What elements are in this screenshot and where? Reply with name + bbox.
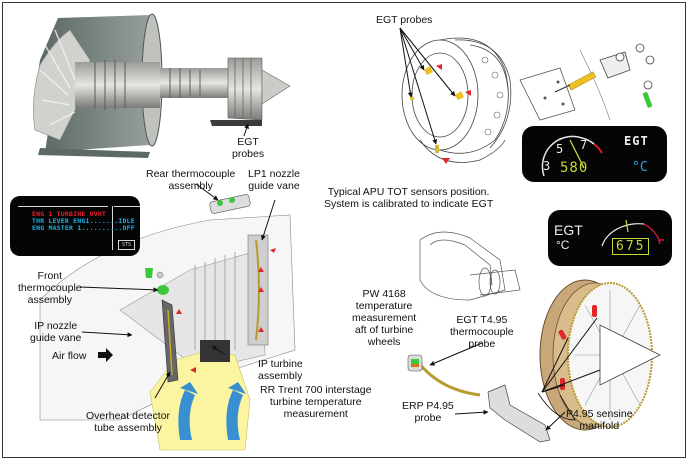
label-line: guide vane [30,332,82,344]
egt-probe-detail [519,43,655,121]
pw4168-turbine-wheel [539,279,661,431]
rr-trent-pointers [79,183,276,399]
engine-egt-probe-pointer [243,123,249,137]
lp1-nozzle-label: LP1 nozzle guide vane [248,168,300,192]
caption-line: PW 4168 [362,288,406,300]
label-text: EGT probes [232,136,265,160]
pw4168-engine-sketch [419,231,521,301]
rear-thermocouple-label: Rear thermocouple assembly [146,168,235,192]
ip-turbine-label: IP turbine assembly [258,358,303,382]
ip-nozzle-label: IP nozzle guide vane [30,320,81,344]
caption-line: aft of turbine [354,324,414,336]
label-line: probe [468,338,496,350]
label-line: assembly [168,180,213,192]
p495-manifold-label: P4.95 sensine manifold [566,408,633,432]
ecam-sts-button: STS [118,240,135,250]
apu-turbine-illustration [401,37,512,163]
ecam-action-line: THR LEVER ENG1.......IDLE [32,217,135,225]
label-line: thermocouple [18,282,82,294]
label-line: LP1 nozzle [248,168,300,180]
caption-line: Typical APU TOT sensors position. [327,186,490,198]
turbofan-engine-illustration [33,13,291,158]
label-line: Overheat detector [86,410,171,422]
egt-gauge-unit: °C [632,160,648,175]
egt-scale-label: 5 [556,142,564,156]
label-line: assembly [258,370,303,382]
label-line: assembly [27,294,72,306]
caption-line: turbine temperature [269,396,362,408]
caption-line: System is calibrated to indicate EGT [324,198,494,210]
apu-egt-probe-pointers [399,27,456,145]
egt-gauge-needle [569,139,585,169]
label-line: guide vane [248,180,300,192]
air-flow-arrow [98,348,113,362]
egt-gauge-title: EGT [554,222,583,238]
egt-gauge-arc [601,219,664,247]
label-line: IP nozzle [34,320,78,332]
egt-gauge-unit: °C [556,238,570,252]
egt-scale-label: 7 [580,138,588,152]
erp-p495-probe-label: ERP P4.95 probe [402,400,454,424]
caption-line: measurement [352,312,417,324]
label-line: manifold [579,420,620,432]
apu-egt-probes-label: EGT probes [376,14,433,26]
rr-trent-turbine-illustration [39,194,296,451]
caption-line: RR Trent 700 interstage [260,384,372,396]
caption-line: wheels [367,336,401,348]
ecam-warning-display: ENG 1 TURBINE OVHT THR LEVER ENG1.......… [10,196,140,256]
apu-probe-markers [410,64,471,164]
engine-egt-probes-label: EGT probes [232,136,264,160]
pw4168-probe-harness [407,354,576,443]
caption-line: temperature [355,300,413,312]
rr-trent-caption: RR Trent 700 interstage turbine temperat… [260,384,371,420]
egt-gauge-analog: 3 5 7 580 EGT °C [522,126,667,182]
egt-gauge-value: 580 [560,160,589,176]
egt-gauge-dial [541,135,603,177]
label-line: P4.95 sensine [566,408,633,420]
ecam-action-line: ENG MASTER 1..........OFF [32,224,135,232]
label-line: tube assembly [94,422,162,434]
egt-t495-probe-label: EGT T4.95 thermocouple probe [450,314,514,350]
pw4168-caption: PW 4168 temperature measurement aft of t… [352,288,416,348]
ecam-warning-line: ENG 1 TURBINE OVHT [32,210,107,218]
caption-line: measurement [283,408,348,420]
overheat-detector-label: Overheat detector tube assembly [86,410,170,434]
label-line: Rear thermocouple [146,168,236,180]
label-line: EGT T4.95 [456,314,508,326]
egt-gauge-value: 675 [612,238,650,255]
apu-caption: Typical APU TOT sensors position. System… [324,186,493,210]
label-line: IP turbine [258,358,303,370]
egt-gauge-digital: EGT °C 675 [548,210,672,266]
pw4168-pointers [429,317,601,431]
air-flow-label: Air flow [52,350,87,362]
label-line: probe [414,412,442,424]
label-line: Front [37,270,63,282]
label-line: ERP P4.95 [402,400,454,412]
label-line: thermocouple [450,326,514,338]
egt-scale-label: 3 [543,159,551,173]
front-thermocouple-label: Front thermocouple assembly [18,270,82,306]
egt-gauge-title: EGT [624,134,649,148]
